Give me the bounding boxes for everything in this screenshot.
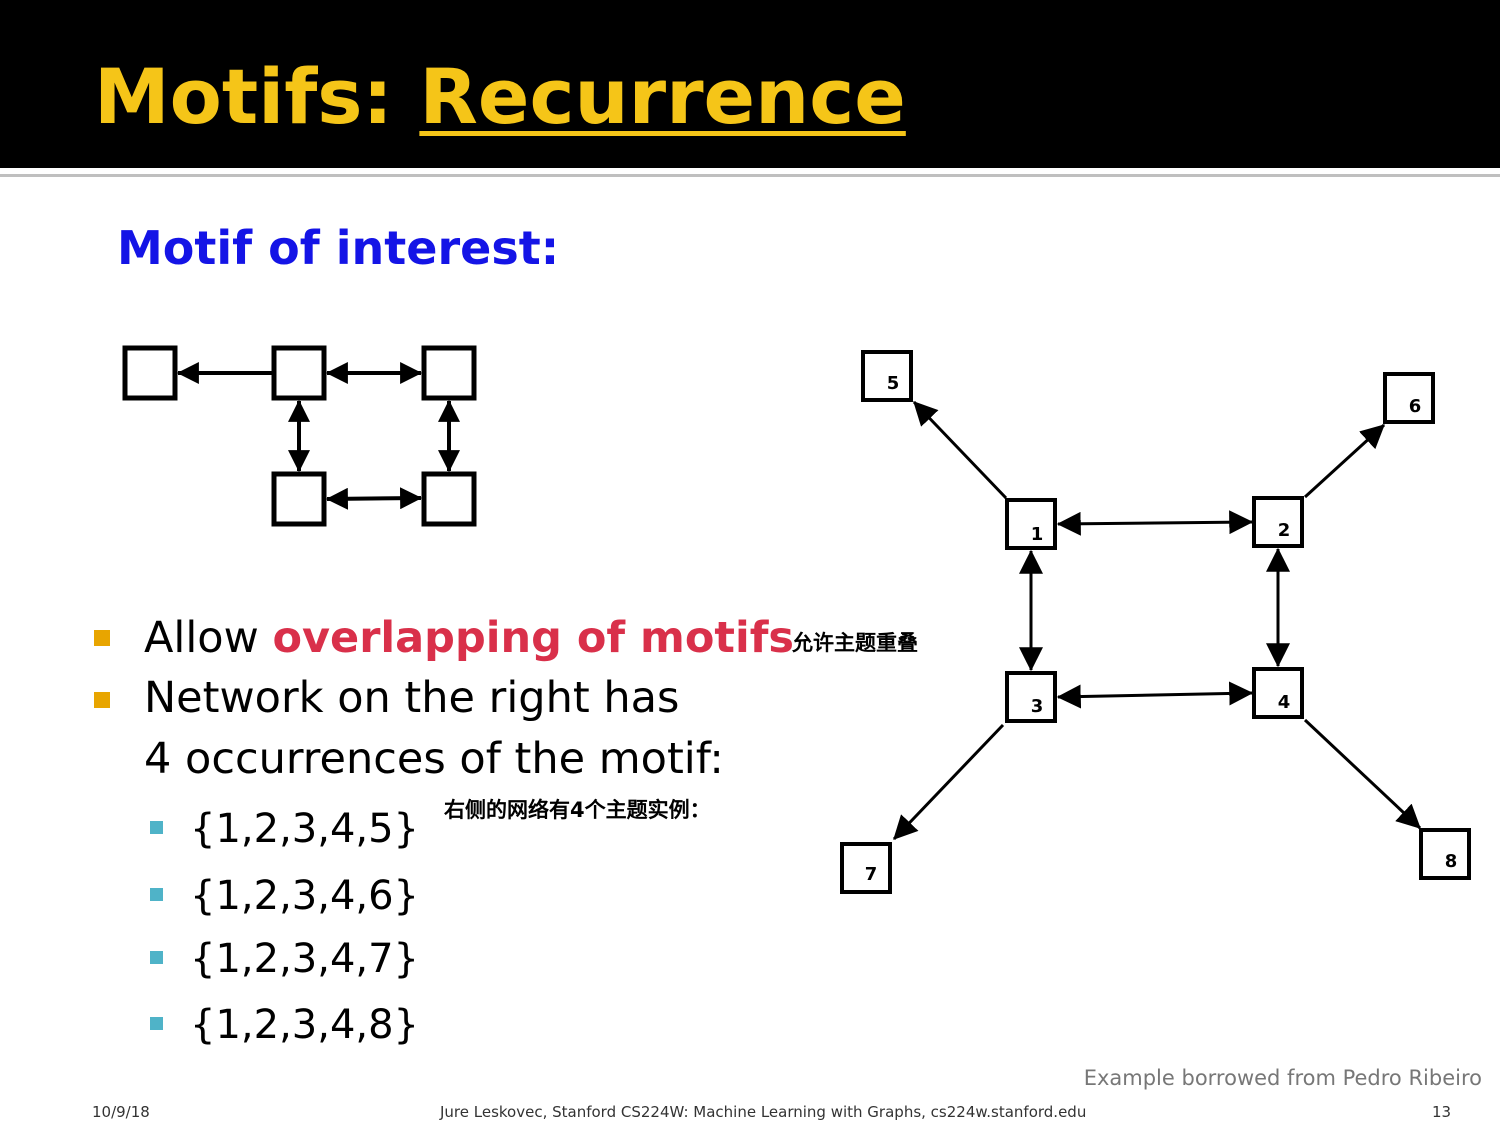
network-node-2: 2 xyxy=(1252,496,1304,548)
network-node-6: 6 xyxy=(1383,372,1435,424)
network-edge-3-7 xyxy=(892,723,1005,841)
title-bar xyxy=(0,0,1500,168)
occurrence-item: {1,2,3,4,5} xyxy=(190,806,420,852)
bullet-overlap-text: Allow xyxy=(144,613,273,663)
bullet-network-line2: 4 occurrences of the motif: xyxy=(144,734,724,784)
svg-text:4: 4 xyxy=(1278,692,1291,713)
network-node-3: 3 xyxy=(1005,671,1057,723)
svg-text:6: 6 xyxy=(1409,396,1422,417)
motif-node xyxy=(271,345,327,401)
sub-bullet-marker xyxy=(150,1017,163,1030)
title-divider xyxy=(0,174,1500,177)
motif-edge xyxy=(325,487,423,510)
network-node-1: 1 xyxy=(1005,498,1057,550)
bullet-overlap-highlight: overlapping of motifs xyxy=(272,613,794,663)
network-node-7: 7 xyxy=(840,842,892,894)
sub-bullet-marker xyxy=(150,821,163,834)
motif-node xyxy=(421,471,477,527)
occurrence-item: {1,2,3,4,6} xyxy=(190,873,420,919)
network-edge-1-2 xyxy=(1056,510,1254,536)
motif-node xyxy=(421,345,477,401)
svg-text:2: 2 xyxy=(1278,520,1291,541)
network-node-4: 4 xyxy=(1252,667,1304,719)
network-diagram: 1 2 3 4 5 6 7 8 xyxy=(840,350,1471,894)
bullet-marker xyxy=(94,692,110,708)
slide-title: Motifs: Recurrence xyxy=(94,52,906,142)
title-highlight: Recurrence xyxy=(419,52,906,141)
svg-text:1: 1 xyxy=(1031,524,1044,545)
footer-center: Jure Leskovec, Stanford CS224W: Machine … xyxy=(440,1103,1087,1121)
svg-text:3: 3 xyxy=(1031,696,1044,717)
footer-date: 10/9/18 xyxy=(92,1103,150,1121)
note-overlap-chinese: 允许主题重叠 xyxy=(792,631,918,655)
network-node-8: 8 xyxy=(1419,828,1471,880)
motif-node xyxy=(122,345,178,401)
bullet-marker xyxy=(94,630,110,646)
occurrence-item: {1,2,3,4,7} xyxy=(190,936,420,982)
network-edge-4-8 xyxy=(1303,718,1422,830)
svg-text:7: 7 xyxy=(865,864,878,885)
motif-subheading: Motif of interest: xyxy=(117,221,560,275)
occurrence-item: {1,2,3,4,8} xyxy=(190,1002,420,1048)
sub-bullet-marker xyxy=(150,888,163,901)
footer-page-number: 13 xyxy=(1432,1103,1452,1121)
motif-diagram xyxy=(122,345,477,527)
note-network-chinese: 右侧的网络有4个主题实例： xyxy=(444,798,711,822)
sub-bullet-marker xyxy=(150,951,163,964)
network-edge-2-6 xyxy=(1303,423,1386,499)
bullet-network-line1: Network on the right has xyxy=(144,673,680,723)
svg-text:5: 5 xyxy=(887,373,900,394)
network-edge-3-4 xyxy=(1056,681,1254,709)
network-node-5: 5 xyxy=(861,350,913,402)
svg-text:8: 8 xyxy=(1445,851,1458,872)
bullet-overlap: Allow overlapping of motifs xyxy=(144,610,794,666)
credit-text: Example borrowed from Pedro Ribeiro xyxy=(1083,1066,1482,1090)
network-edge-1-5 xyxy=(912,400,1008,500)
motif-node xyxy=(271,471,327,527)
title-prefix: Motifs: xyxy=(94,52,420,141)
